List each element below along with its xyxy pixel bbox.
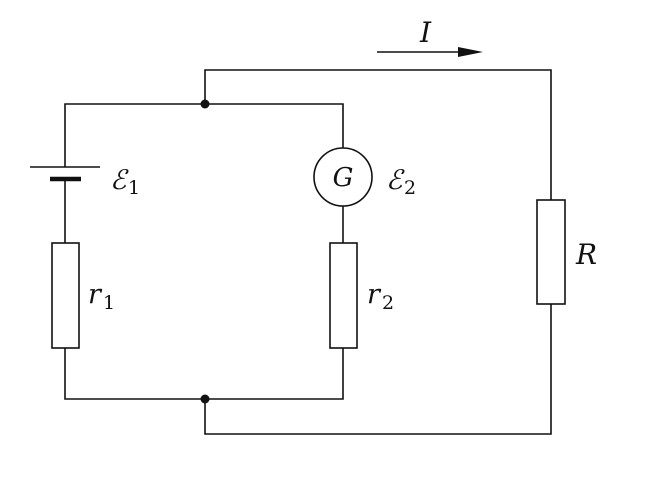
galvanometer — [313, 147, 373, 207]
current-label: I — [419, 16, 432, 49]
junction-top — [200, 99, 210, 109]
wire-middle-bottom — [205, 348, 344, 400]
resistor-R — [536, 199, 566, 305]
wire-outer-top — [204, 69, 552, 200]
current-arrow — [377, 47, 483, 57]
e2-label-subscript: 2 — [404, 177, 416, 199]
r2-label-symbol: r — [367, 279, 382, 310]
r1-label-symbol: r — [88, 279, 103, 310]
current-arrow-head — [458, 47, 483, 57]
galvanometer-letter: G — [333, 163, 354, 193]
resistor-r2 — [329, 242, 358, 349]
wire-left-top — [64, 103, 205, 167]
resistor-r1 — [51, 242, 80, 349]
wires — [64, 69, 552, 435]
R-label: R — [575, 238, 597, 271]
wire-outer-bottom — [204, 304, 552, 435]
r1-label-subscript: 1 — [103, 292, 115, 314]
r2-label-subscript: 2 — [382, 292, 394, 314]
wire-left-bottom — [64, 348, 205, 400]
battery-label-subscript: 1 — [128, 177, 140, 199]
e2-label-symbol: ℰ — [386, 165, 405, 196]
wire-middle-top — [205, 103, 344, 148]
junction-bottom — [200, 394, 210, 404]
battery-label-symbol: ℰ — [110, 165, 129, 196]
battery-e1 — [30, 166, 100, 182]
